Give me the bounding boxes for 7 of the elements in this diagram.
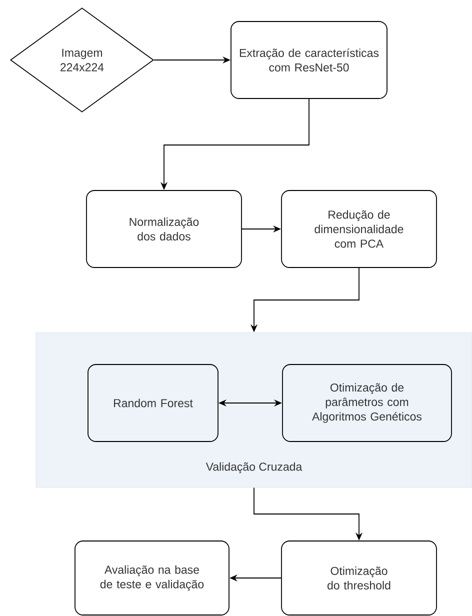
- process-box: Otimização de parâmetros com Algoritmos Genéticos: [282, 364, 452, 442]
- process-box: Normalização dos dados: [86, 190, 242, 268]
- process-box: Redução de dimensionalidade com PCA: [281, 190, 437, 268]
- process-box: Otimização do threshold: [281, 540, 437, 616]
- process-box: Extração de características com ResNet-50: [230, 21, 388, 99]
- process-box: Avaliação na base de teste e validação: [74, 540, 230, 616]
- process-box: Random Forest: [88, 364, 218, 442]
